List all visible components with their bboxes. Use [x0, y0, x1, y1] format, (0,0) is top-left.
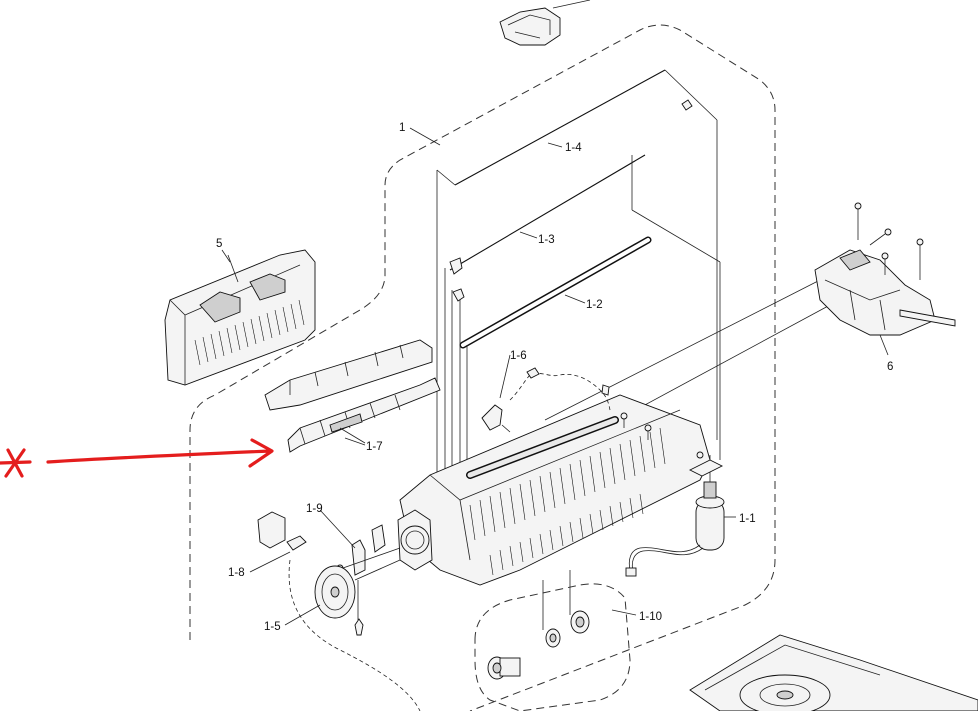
part-5-cover — [164, 249, 316, 386]
rollers-boundary — [474, 583, 631, 712]
part-1-9-bracket — [336, 524, 401, 576]
red-arrow — [46, 438, 274, 468]
part-1-5-disk — [314, 559, 401, 619]
cd-tray — [689, 634, 978, 716]
callout-1-9: 1-9 — [306, 503, 323, 515]
callout-1-10: 1-10 — [639, 611, 662, 623]
callout-1-3: 1-3 — [538, 234, 555, 246]
callout-1-4: 1-4 — [565, 142, 582, 154]
red-annotation — [0, 438, 274, 478]
shaft-1-2 — [459, 236, 652, 349]
part-1-1-motor — [625, 455, 725, 577]
callout-1-7: 1-7 — [366, 441, 383, 453]
screws-part-6 — [854, 202, 924, 280]
red-asterisk — [0, 448, 32, 478]
part-1-6-sensor — [481, 367, 611, 433]
leader-lines — [221, 127, 736, 626]
callout-6: 6 — [887, 361, 893, 373]
part-1-7-guide — [264, 339, 441, 453]
shaft-1-4 — [454, 69, 718, 440]
main-chassis — [397, 394, 711, 586]
callout-1: 1 — [399, 122, 405, 134]
part-1-10-rollers — [487, 570, 590, 680]
callout-1-6: 1-6 — [510, 350, 527, 362]
assembly-1-boundary — [189, 24, 776, 712]
small-connector — [354, 580, 364, 636]
callout-1-1: 1-1 — [739, 513, 756, 525]
top-bracket — [499, 0, 591, 46]
callout-1-8: 1-8 — [228, 567, 245, 579]
part-6-mechanism — [814, 202, 956, 356]
callout-1-2: 1-2 — [586, 299, 603, 311]
callout-5: 5 — [216, 238, 222, 250]
callout-1-5: 1-5 — [264, 621, 281, 633]
screws-chassis — [620, 412, 704, 459]
shaft-1-3 — [449, 154, 721, 460]
part-1-8-clip — [257, 511, 421, 712]
